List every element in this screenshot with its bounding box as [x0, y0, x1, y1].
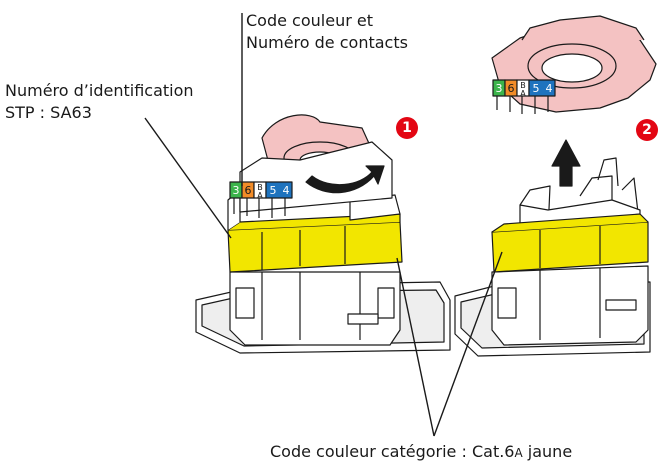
right-lower-body [491, 265, 649, 346]
left-contact-b: B [257, 183, 263, 192]
identification-line-1: Numéro d’identification [5, 81, 194, 100]
left-lower-body [229, 271, 401, 346]
callout-lines [144, 13, 503, 437]
right-contact-blue [528, 79, 556, 97]
callout-line-category-left [396, 257, 435, 437]
left-contact-6: 6 [245, 184, 252, 197]
left-contact-4: 4 [283, 184, 290, 197]
left-yellow-block [227, 221, 403, 273]
step-1-badge: 1 [396, 117, 418, 139]
rotation-arrow-icon [305, 165, 385, 194]
category-label: Code couleur catégorie : Cat.6A jaune [270, 441, 572, 464]
right-contact-4: 4 [546, 82, 553, 95]
category-label-a: A [514, 446, 523, 460]
callout-line-identification [144, 117, 232, 239]
right-contact-3: 3 [496, 82, 503, 95]
left-contact-3: 3 [233, 184, 240, 197]
step-2-badge: 2 [636, 119, 658, 141]
left-contact-a: A [257, 191, 263, 200]
callout-line-category-right [433, 251, 503, 437]
right-contact-a: A [520, 89, 526, 98]
right-contact-b: B [520, 81, 526, 90]
left-contact-blue [265, 181, 293, 199]
left-module [195, 114, 451, 354]
identification-line-2: STP : SA63 [5, 103, 92, 122]
identification-label: Numéro d’identification STP : SA63 [5, 80, 194, 124]
category-label-prefix: Code couleur catégorie : Cat.6 [270, 442, 515, 461]
up-arrow-icon [551, 139, 581, 187]
color-code-line-1: Code couleur et [246, 11, 373, 30]
right-contact-6: 6 [508, 82, 515, 95]
right-module [454, 15, 657, 357]
category-label-suffix: jaune [522, 442, 573, 461]
color-code-line-2: Numéro de contacts [246, 33, 408, 52]
left-contact-5: 5 [270, 184, 277, 197]
color-code-label: Code couleur et Numéro de contacts [246, 10, 408, 54]
right-contact-5: 5 [533, 82, 540, 95]
